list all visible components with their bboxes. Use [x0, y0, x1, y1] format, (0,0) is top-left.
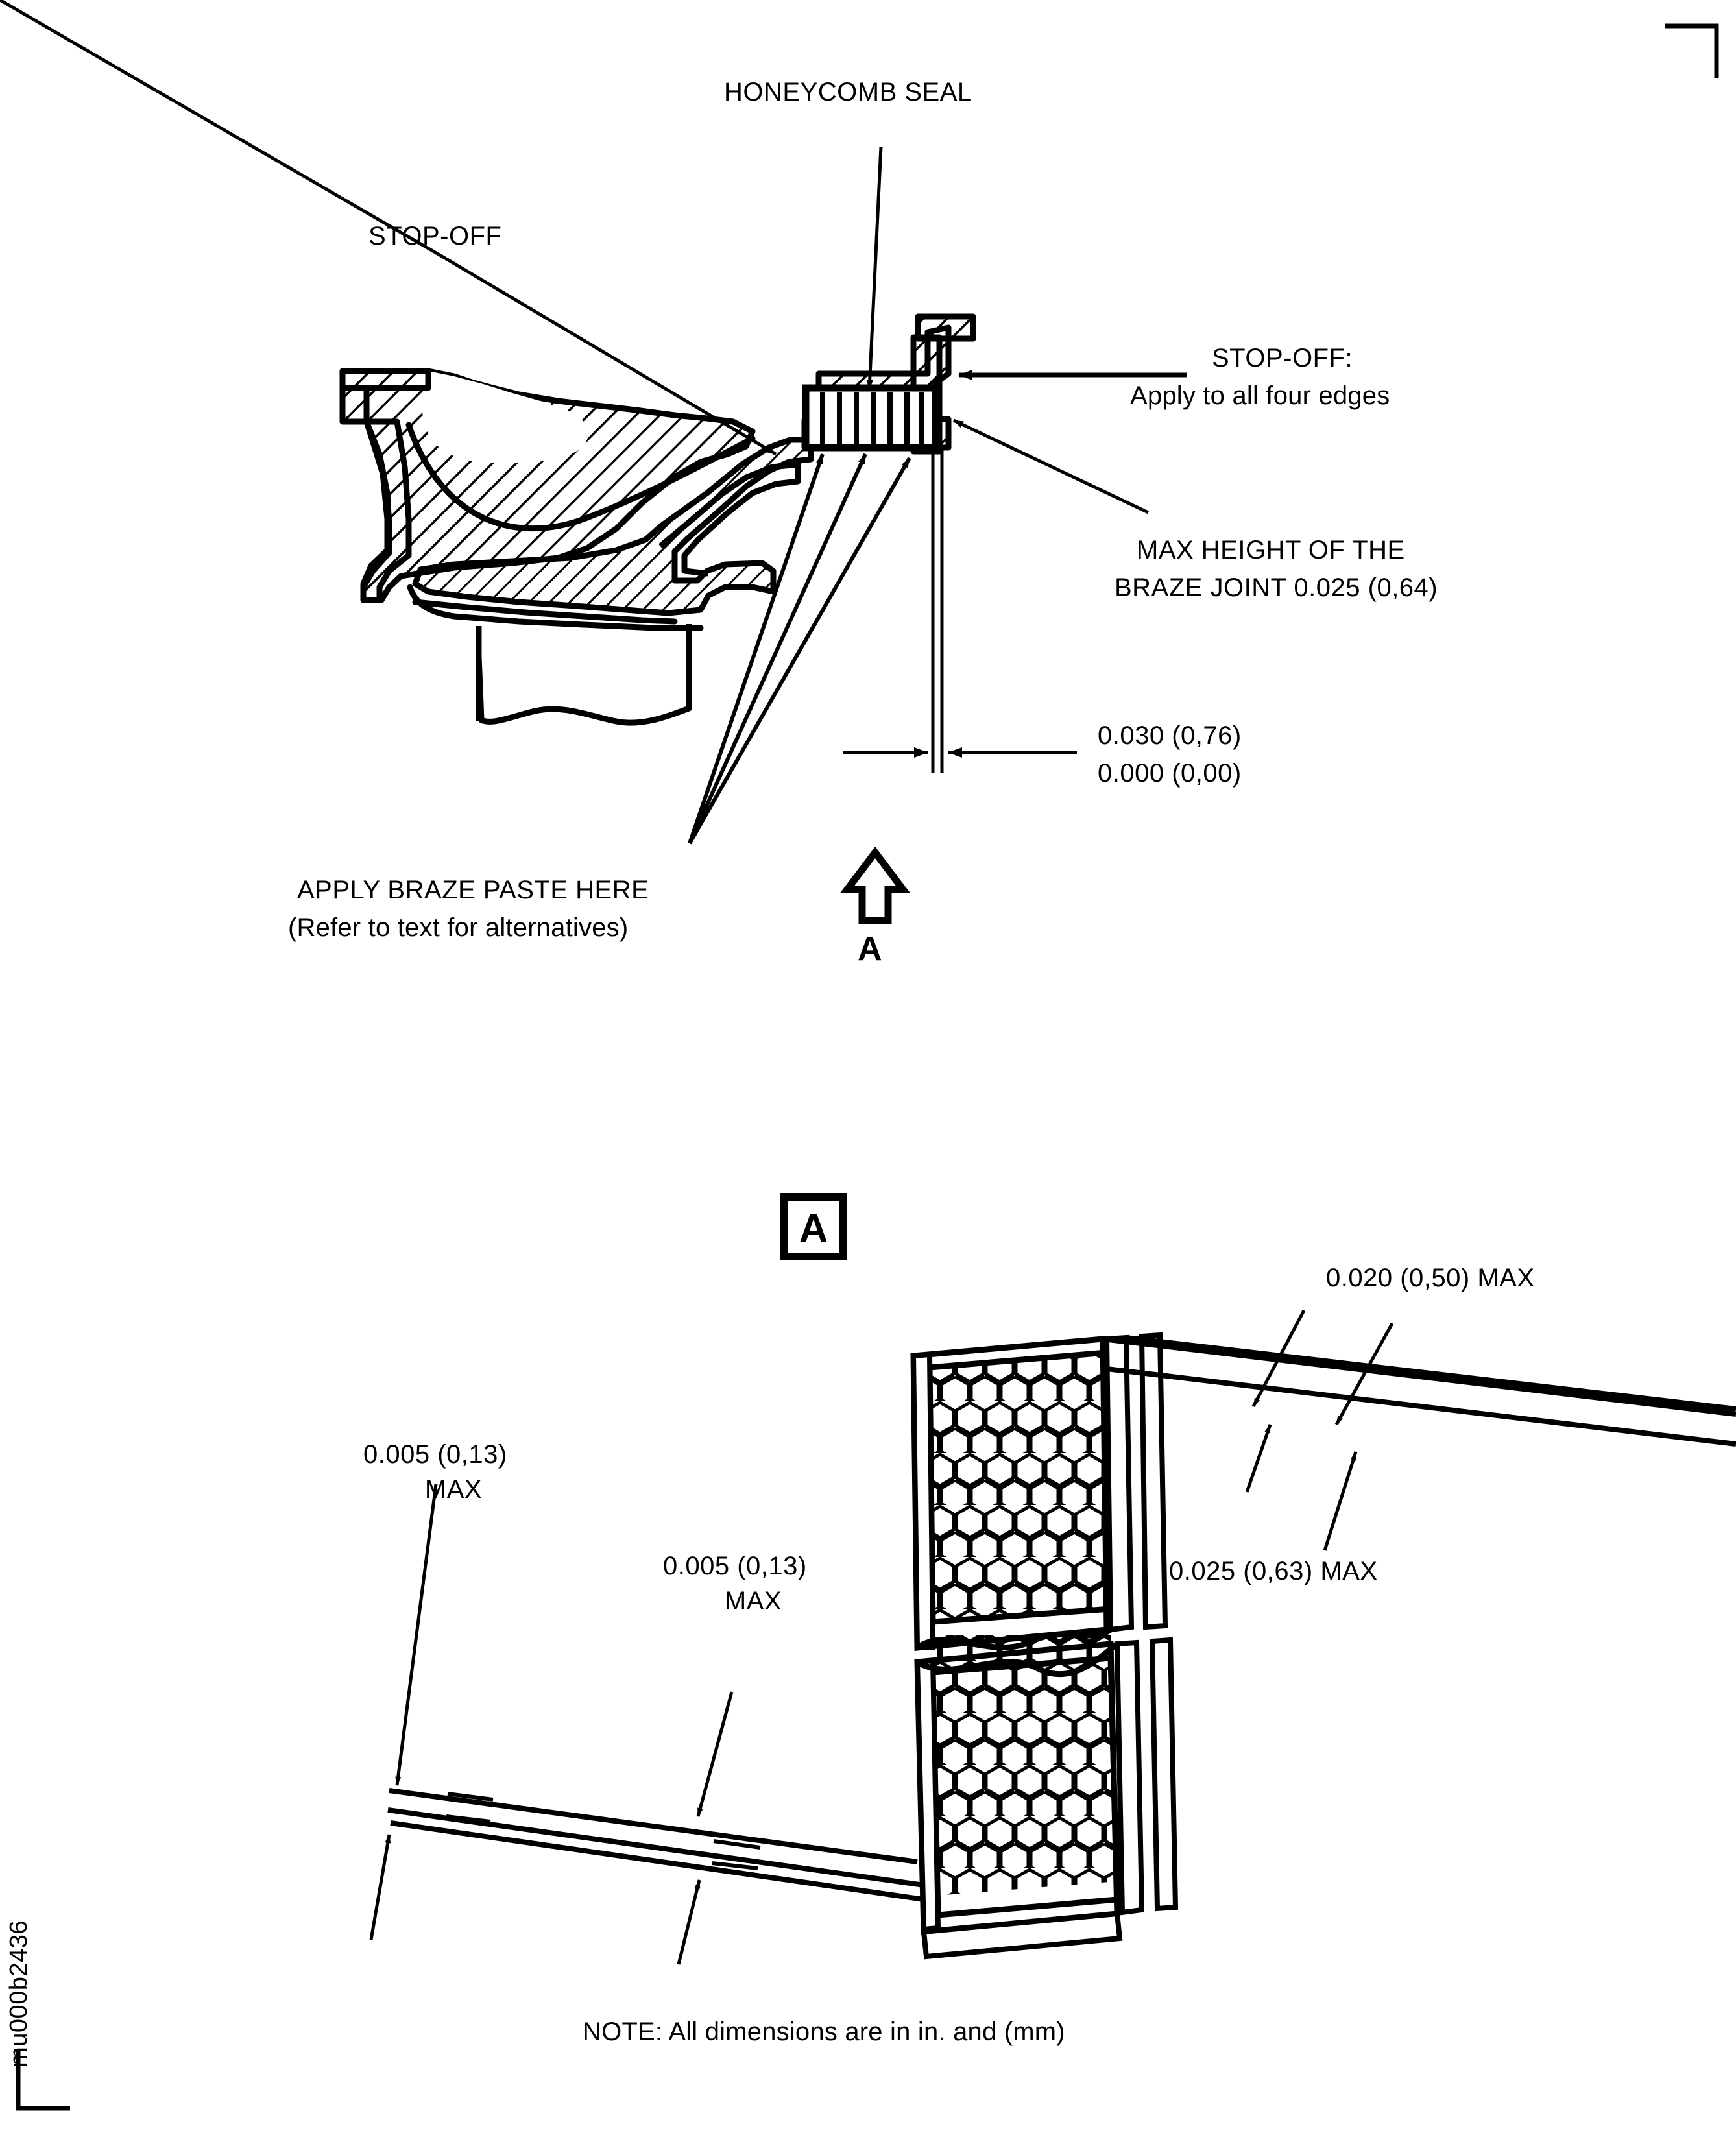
- label-stop-off-detail-line2: Apply to all four edges: [1130, 381, 1390, 410]
- inner-seal-sheet: [658, 461, 801, 577]
- shroud-left-web: [360, 418, 412, 603]
- label-dim-far-left-line2: MAX: [424, 1475, 483, 1504]
- label-braze-paste-line1: APPLY BRAZE PASTE HERE: [297, 876, 649, 904]
- dim-leader-0025: [1323, 1322, 1394, 1551]
- upper-sloped-sheet: [1102, 1335, 1736, 1447]
- label-dim-top-right: 0.020 (0,50) MAX: [1326, 1264, 1535, 1292]
- label-gap-dim-line1: 0.030 (0,76): [1098, 721, 1242, 750]
- dim-leader-0020: [1245, 1309, 1306, 1493]
- corner-crop-mark-bottom-left: [16, 2050, 70, 2111]
- label-dim-mid-left-line2: MAX: [724, 1587, 782, 1615]
- upper-cross-section-view: [0, 0, 1187, 924]
- label-braze-paste-line2: (Refer to text for alternatives): [288, 913, 629, 942]
- vane-body-broken-view: [476, 624, 692, 726]
- label-dim-far-left-line1: 0.005 (0,13): [363, 1440, 507, 1469]
- mating-rail-upper-tab: [915, 313, 976, 342]
- label-max-height-line2: BRAZE JOINT 0.025 (0,64): [1115, 573, 1438, 602]
- shroud-flow-surface-cutout: [422, 371, 589, 464]
- shroud-upper-concave-curve: [405, 422, 756, 532]
- label-stop-off: STOP-OFF: [368, 222, 502, 250]
- label-units-note: NOTE: All dimensions are in in. and (mm): [583, 2018, 1065, 2046]
- honeycomb-panel-upper: [910, 1332, 1168, 1651]
- view-tag-box: [780, 1193, 847, 1260]
- label-honeycomb-seal: HONEYCOMB SEAL: [724, 78, 972, 106]
- honeycomb-seal-block: [802, 384, 939, 452]
- platform-lower-skin: [412, 599, 678, 625]
- label-gap-dim-line2: 0.000 (0,00): [1098, 759, 1242, 788]
- lower-detail-view: [369, 1193, 1736, 1965]
- dim-leader-0005-far-left: [369, 1484, 438, 1940]
- honeycomb-seal-leader: [866, 146, 883, 390]
- label-view-arrow-letter: A: [858, 930, 882, 968]
- braze-paste-leaders: [688, 453, 911, 845]
- label-dim-mid-left-line1: 0.005 (0,13): [663, 1552, 807, 1580]
- dim-leader-0005-mid: [677, 1691, 734, 1965]
- label-dim-mid-right: 0.025 (0,63) MAX: [1169, 1557, 1378, 1585]
- label-view-tag-a: A: [799, 1207, 828, 1251]
- seal-support-arm: [412, 437, 814, 616]
- corner-crop-mark-top-right: [1665, 23, 1719, 78]
- label-max-height-line1: MAX HEIGHT OF THE: [1137, 536, 1405, 564]
- platform-lower-skin-2: [407, 584, 704, 631]
- shroud-left-flange: [339, 368, 431, 425]
- label-stop-off-detail-line1: STOP-OFF:: [1212, 344, 1353, 372]
- lower-sloped-sheet: [387, 1788, 924, 1902]
- honeycomb-panel-lower: [914, 1635, 1179, 1960]
- dim-witness-ticks: [446, 1792, 761, 1870]
- label-sheet-id: mu000b2436: [5, 1920, 32, 2067]
- view-direction-arrow-a: [839, 846, 911, 924]
- seal-edge-reference-line: [931, 448, 944, 773]
- braze-joint-height-leader: [952, 418, 1150, 514]
- stop-off-leader: [0, 0, 777, 456]
